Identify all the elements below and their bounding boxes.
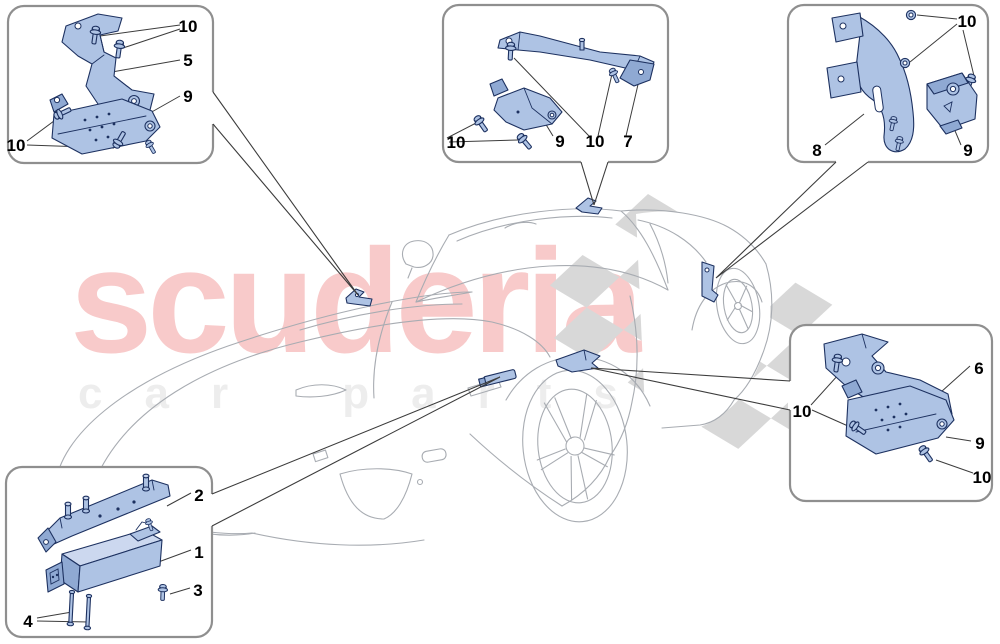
part-bracket-8 bbox=[826, 12, 915, 153]
part-bracket-9-roof bbox=[471, 78, 563, 153]
callout-pointer-tails bbox=[211, 91, 869, 527]
rear-wheel bbox=[715, 267, 761, 345]
label-leader-lines bbox=[26, 14, 975, 623]
part-plate-2 bbox=[37, 473, 171, 553]
bonnet-sensor-marker bbox=[345, 288, 373, 307]
roof-sensor-marker bbox=[575, 197, 603, 215]
grommet-fastener bbox=[905, 9, 917, 21]
car-illustration bbox=[54, 208, 773, 546]
part-bracket-9-rear bbox=[841, 379, 955, 465]
wheel-arch-sensor-marker bbox=[555, 349, 601, 373]
part-bracket-9-front bbox=[49, 93, 161, 156]
part-strut-7 bbox=[497, 31, 655, 87]
door-sensor-marker bbox=[701, 261, 719, 303]
part-ecu-9 bbox=[926, 72, 978, 135]
grommet-fastener bbox=[899, 57, 911, 69]
sensor-markers bbox=[345, 197, 719, 388]
part-unit-1 bbox=[45, 517, 163, 593]
